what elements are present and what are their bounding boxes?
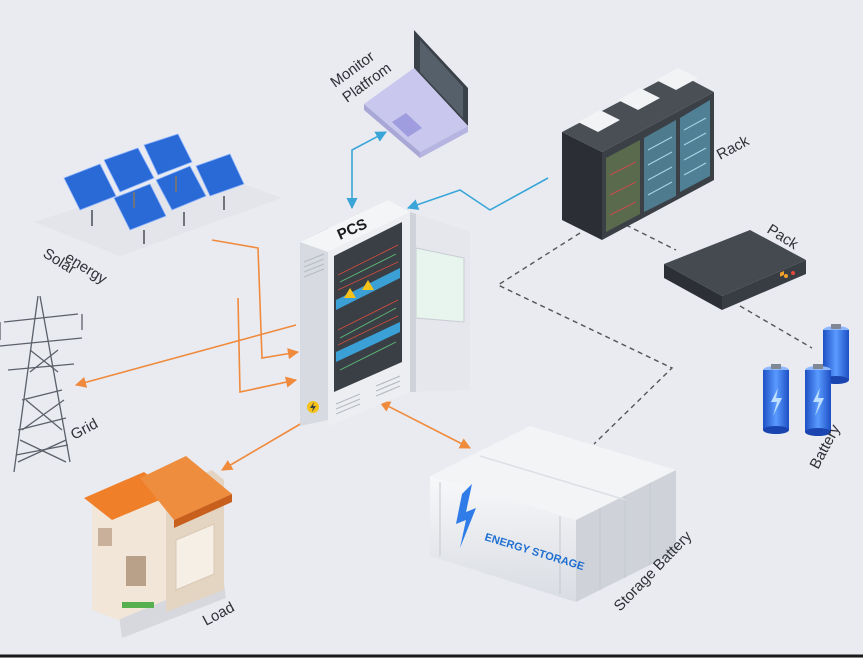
pcs-storage-line [379, 401, 471, 449]
pcs-to-load-line [221, 422, 303, 471]
battery-cell-icon [763, 324, 849, 436]
house-icon [84, 456, 232, 638]
pcs-to-grid-line [74, 324, 297, 388]
label-grid: Grid [68, 415, 101, 443]
rack-pack-dashed [625, 224, 677, 251]
connectors [74, 131, 813, 471]
solar-to-pcs-line-2 [237, 297, 298, 393]
transmission-tower-icon [0, 295, 83, 473]
laptop-icon [364, 30, 468, 158]
label-rack: Rack [714, 132, 753, 163]
warning-icon [344, 288, 356, 298]
solar-to-pcs-line [211, 239, 300, 360]
monitor-pcs-line [346, 131, 387, 210]
container-icon [430, 426, 676, 602]
solar-panel-icon [34, 133, 282, 256]
pcs-cabinet [300, 200, 470, 426]
rack-to-pcs-line [406, 177, 549, 211]
rack-storage-dashed [496, 232, 674, 445]
pack-battery-dashed [739, 305, 813, 349]
server-rack-icon [562, 68, 714, 240]
battery-pack-icon [664, 230, 806, 310]
